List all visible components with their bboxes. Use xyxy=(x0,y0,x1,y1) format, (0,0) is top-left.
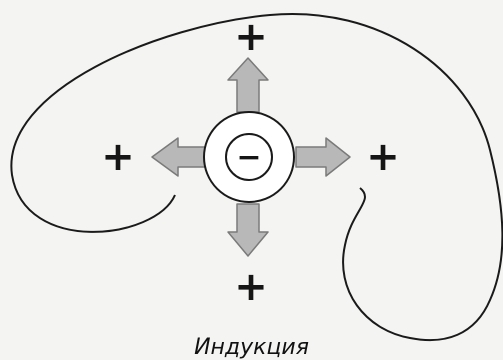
arrow-right xyxy=(296,138,350,176)
charge-bottom: + xyxy=(234,264,268,310)
center-charge-sign: − xyxy=(236,140,261,175)
arrow-down xyxy=(228,204,268,256)
charge-right: + xyxy=(366,134,400,180)
diagram-caption: Индукция xyxy=(0,336,503,360)
arrow-up xyxy=(228,58,268,112)
charge-top: + xyxy=(234,14,268,60)
charge-left: + xyxy=(101,134,135,180)
arrow-left xyxy=(152,138,205,176)
